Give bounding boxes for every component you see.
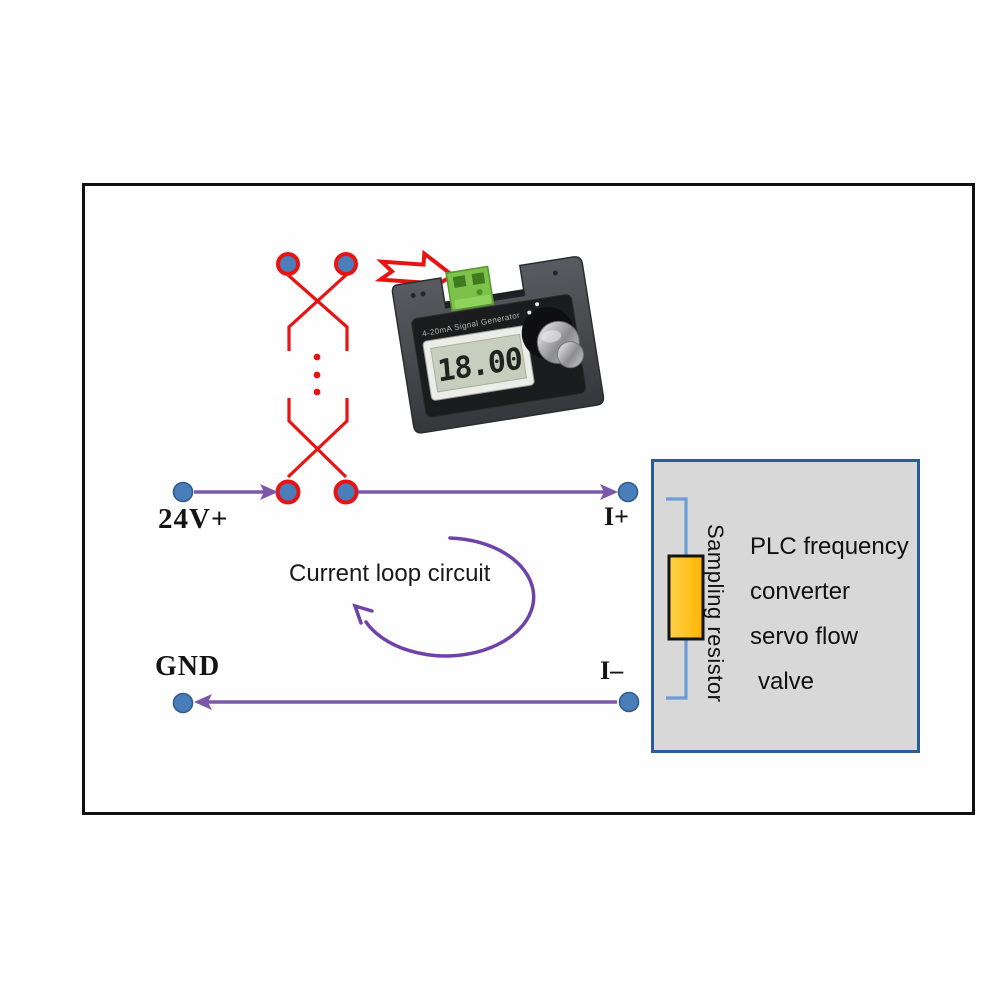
label-current-loop: Current loop circuit: [289, 560, 491, 587]
knob-indicator-dot-1: [527, 310, 532, 315]
plc-load-text: PLC frequency converter servo flow valve: [750, 524, 930, 704]
plc-line-4: valve: [758, 668, 815, 695]
label-24v: 24V+: [158, 503, 229, 535]
signal-generator-device: 4-20mA Signal Generator 18.00: [391, 256, 605, 434]
node-iminus: [618, 691, 640, 713]
pot-terminal-top-right: [334, 252, 358, 276]
terminal-hole-2: [471, 272, 486, 285]
twisted-wire-right: [287, 273, 348, 479]
pot-terminals: [275, 252, 359, 505]
arrowhead-right-1: [260, 484, 278, 500]
plc-line-1: PLC frequency: [750, 533, 909, 560]
arrowhead-left: [194, 694, 212, 710]
pot-terminal-bottom-left: [275, 479, 301, 505]
wire-break-dots: [313, 353, 321, 396]
node-gnd: [172, 692, 194, 714]
label-gnd: GND: [155, 651, 221, 682]
adjust-knob[interactable]: [518, 302, 585, 374]
pot-terminal-bottom-right: [333, 479, 359, 505]
twisted-pair-wires: [286, 273, 349, 479]
label-sampling-resistor: Sampling resistor: [703, 524, 728, 703]
device-screw-1: [410, 292, 416, 298]
terminal-block: [445, 265, 495, 312]
node-24v: [172, 481, 194, 503]
wire-arrowheads: [194, 484, 618, 710]
device-screw-2: [420, 291, 426, 297]
terminal-hole-1: [452, 275, 467, 288]
pot-terminal-top-left: [276, 252, 300, 276]
loop-wires: [194, 490, 617, 704]
node-iplus: [617, 481, 639, 503]
loop-direction-arrow: [352, 536, 536, 658]
lcd-screen: [430, 333, 528, 393]
arrowhead-right-2: [600, 484, 618, 500]
label-i-minus: I–: [600, 656, 624, 685]
node-dots: [172, 481, 640, 714]
sampling-resistor: [667, 554, 705, 641]
device-screw-3: [552, 270, 558, 276]
twisted-wire-left: [286, 273, 349, 479]
resistor-branch: [666, 497, 705, 700]
plc-line-2: converter: [750, 578, 851, 605]
plc-line-3: servo flow: [750, 623, 859, 650]
label-i-plus: I+: [604, 502, 629, 531]
knob-indicator-dot-2: [535, 302, 540, 307]
resistor-leads: [666, 497, 688, 700]
